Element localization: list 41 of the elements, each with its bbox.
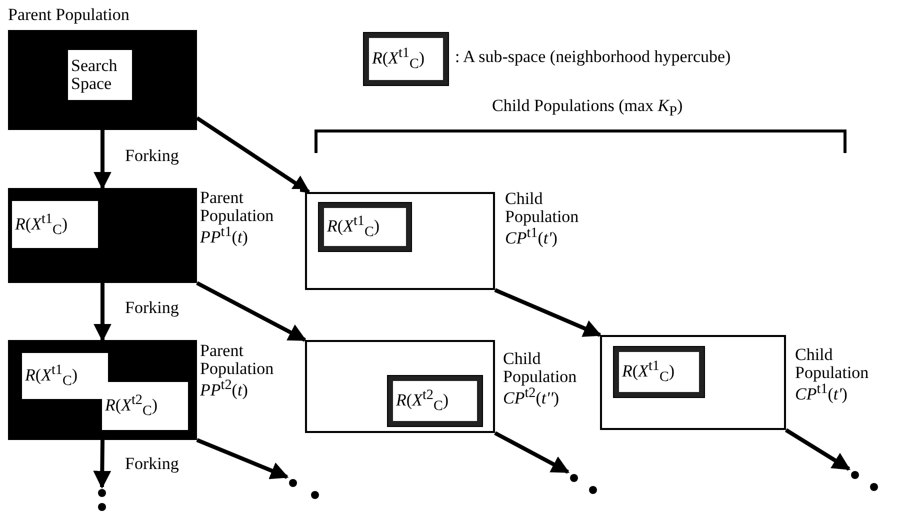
arrow — [494, 288, 602, 337]
arrow — [94, 283, 112, 342]
node-label: R(X$^{t2}$$_{C}$) — [396, 388, 449, 414]
node-label: R(X$^{t1}$$_{C}$) — [25, 363, 78, 389]
heading: Parent Population — [8, 5, 130, 25]
arrow — [196, 281, 307, 342]
group-label: Child Populations (max K$_{P}$) — [492, 96, 683, 120]
node-label: R(X$^{t1}$$_{C}$) — [15, 212, 68, 238]
arrow — [196, 438, 289, 480]
ellipsis-icon — [568, 472, 599, 496]
search-space-box — [22, 353, 108, 399]
population-box — [8, 188, 197, 283]
arrow — [494, 431, 570, 474]
node-label: R(X$^{t1}$$_{C}$) — [622, 359, 675, 385]
node-label: R(X$^{t1}$$_{C}$) — [327, 214, 380, 240]
arrow — [93, 440, 112, 489]
sub-space-box — [388, 376, 482, 426]
node-label: R(X$^{t2}$$_{C}$) — [105, 393, 158, 419]
node-label: R(X$^{t1}$$_{C}$) — [372, 46, 425, 72]
arrow — [196, 116, 310, 194]
child-population-box — [305, 192, 495, 290]
population-box — [8, 340, 197, 440]
population-label: Parent Population PP$^{t1}$(t) — [200, 189, 300, 246]
edge-label: Forking — [125, 454, 179, 474]
arrow — [784, 428, 851, 471]
edge-label: Forking — [125, 298, 179, 318]
sub-space-box — [364, 33, 448, 85]
child-population-box — [600, 335, 786, 430]
node-label: Search Space — [71, 57, 118, 93]
search-space-box — [102, 382, 188, 430]
ellipsis-icon — [287, 477, 321, 501]
ellipsis-icon — [96, 487, 108, 513]
edge-label: Forking — [125, 146, 179, 166]
population-box — [8, 30, 197, 130]
ellipsis-icon — [849, 469, 880, 493]
sub-space-box — [614, 347, 704, 397]
arrow — [94, 130, 112, 190]
search-space-box — [68, 50, 132, 100]
child-population-box — [305, 340, 495, 433]
sub-space-box — [319, 203, 411, 251]
search-space-box — [12, 201, 98, 248]
